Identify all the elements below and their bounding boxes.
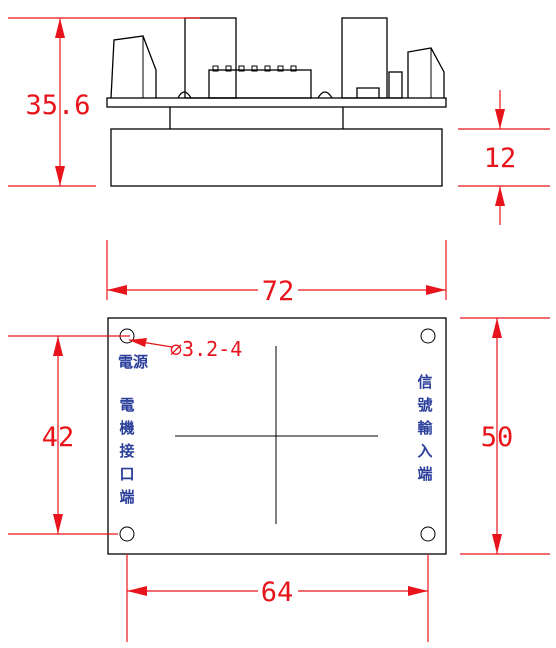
pcb-board — [106, 97, 447, 108]
label-signal-input: 信 號 輸 入 端 — [417, 373, 433, 483]
dome-right — [317, 91, 333, 99]
label-42: 42 — [42, 422, 75, 453]
label-50: 50 — [481, 422, 514, 453]
top-view: 電源 電 機 接 口 端 信 號 輸 入 端 — [107, 317, 447, 555]
svg-text:號: 號 — [417, 396, 432, 414]
label-power: 電源 — [118, 353, 148, 371]
module-block — [110, 128, 443, 187]
pin-row — [212, 65, 297, 72]
pin-header — [208, 69, 312, 99]
small-box — [388, 71, 403, 99]
svg-text:信: 信 — [417, 373, 432, 391]
label-motor-port: 電 機 接 口 端 — [119, 396, 134, 506]
mount-hole-bottom-left — [119, 526, 135, 542]
svg-text:輸: 輸 — [417, 419, 433, 437]
svg-text:端: 端 — [119, 488, 134, 506]
side-view — [106, 17, 447, 187]
label-12: 12 — [484, 143, 517, 174]
label-64: 64 — [261, 577, 294, 608]
capacitor-left — [184, 17, 237, 99]
dimension-board-width: 72 — [106, 240, 447, 307]
svg-text:機: 機 — [119, 419, 134, 437]
label-hole-diameter: ⌀3.2-4 — [170, 337, 242, 361]
dimension-board-height: 50 — [460, 317, 550, 555]
board-outline — [107, 317, 447, 555]
svg-text:入: 入 — [417, 442, 432, 460]
label-72: 72 — [262, 276, 295, 307]
mount-hole-bottom-right — [420, 526, 436, 542]
mount-hole-top-right — [420, 328, 436, 344]
label-35-6: 35.6 — [25, 90, 90, 121]
dimension-hole-callout: ⌀3.2-4 — [128, 337, 242, 361]
dimension-hole-spacing-horizontal: 64 — [126, 554, 429, 642]
dome-left — [177, 91, 192, 99]
capacitor-right — [341, 17, 388, 99]
terminal-left — [110, 35, 157, 99]
dimension-module-height: 12 — [458, 90, 550, 225]
svg-text:接: 接 — [119, 442, 134, 460]
small-component — [356, 87, 380, 98]
terminal-right — [407, 47, 445, 98]
svg-text:電: 電 — [119, 396, 134, 414]
dimension-hole-spacing-vertical: 42 — [8, 335, 130, 535]
svg-text:口: 口 — [119, 465, 134, 483]
svg-text:端: 端 — [417, 465, 432, 483]
dimension-total-height: 35.6 — [8, 17, 200, 187]
